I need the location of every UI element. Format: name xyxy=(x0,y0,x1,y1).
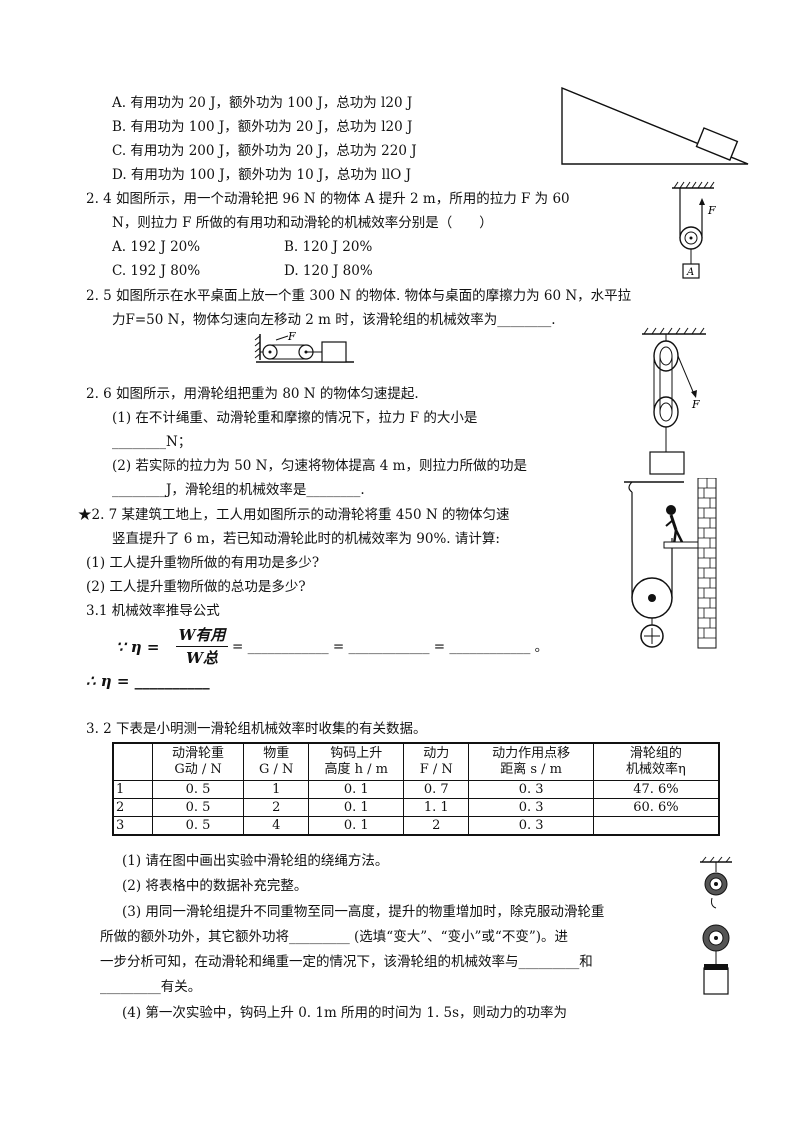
table-header-cell: 滑轮组的机械效率η xyxy=(592,742,720,781)
q26-line3: ________N； xyxy=(112,434,192,450)
q32-step4: (4) 第一次实验中，钩码上升 0. 1m 所用的时间为 1. 5s，则动力的功… xyxy=(122,1005,568,1021)
q32-step3c: 一步分析可知，在动滑轮和绳重一定的情况下，该滑轮组的机械效率与_________… xyxy=(100,954,593,970)
table-cell: 0. 5 xyxy=(151,780,245,799)
q24-fig-f-label: F xyxy=(707,204,716,217)
q26-line4: (2) 若实际的拉力为 50 N，匀速将物体提高 4 m，则拉力所做的功是 xyxy=(112,458,527,474)
table-cell: 2 xyxy=(243,798,310,817)
q32-step3d: _________有关。 xyxy=(100,979,202,995)
q26-line1: 2. 6 如图所示，用滑轮组把重为 80 N 的物体匀速提起. xyxy=(86,386,419,402)
worker-pulley-figure xyxy=(624,478,717,649)
q32-step2: (2) 将表格中的数据补充完整。 xyxy=(122,878,308,894)
q31-title: 3.1 机械效率推导公式 xyxy=(86,603,220,619)
q26-line5: ________J，滑轮组的机械效率是________. xyxy=(112,482,365,498)
q32-title: 3. 2 下表是小明测一滑轮组机械效率时收集的有关数据。 xyxy=(86,721,427,737)
option-c: C. 有用功为 200 J，额外功为 20 J，总功为 220 J xyxy=(112,143,417,159)
option-a: A. 有用功为 20 J，额外功为 100 J，总功为 l20 J xyxy=(112,95,413,111)
q31-rest: = ____________ = ____________ = ________… xyxy=(232,639,549,655)
q24-option-d: D. 120 J 80% xyxy=(284,263,373,279)
q31-numerator: W有用 xyxy=(176,624,228,647)
table-cell xyxy=(592,816,720,836)
small-pulley-figure xyxy=(700,856,732,995)
table-cell: 0. 3 xyxy=(468,816,594,836)
table-header-cell xyxy=(112,742,153,781)
table-cell: 0. 5 xyxy=(151,798,245,817)
q31-fraction: W有用 W总 xyxy=(176,624,228,668)
table-cell: 0. 5 xyxy=(151,816,245,836)
q24-line2: N，则拉力 F 所做的有用功和动滑轮的机械效率分别是（ ） xyxy=(112,215,493,231)
q32-step3a: (3) 用同一滑轮组提升不同重物至同一高度，提升的物重增加时，除克服动滑轮重 xyxy=(122,904,605,920)
table-cell: 2 xyxy=(112,798,153,817)
table-cell: 1. 1 xyxy=(403,798,470,817)
q25-line2: 力F=50 N，物体匀速向左移动 2 m 时，该滑轮组的机械效率为_______… xyxy=(112,312,556,328)
q24-option-a: A. 192 J 20% xyxy=(112,239,201,255)
option-d: D. 有用功为 100 J，额外功为 10 J，总功为 llO J xyxy=(112,167,412,183)
pulley-block-figure: F xyxy=(642,327,706,475)
q27-line2: 竖直提升了 6 m，若已知动滑轮此时的机械效率为 90%. 请计算: xyxy=(112,531,500,547)
q25-fig-f-label: F xyxy=(287,330,296,343)
incline-figure xyxy=(561,86,749,165)
q25-line1: 2. 5 如图所示在水平桌面上放一个重 300 N 的物体. 物体与桌面的摩擦力… xyxy=(86,288,632,304)
q31-therefore: ∴ η = __________ xyxy=(86,672,210,690)
q24-line1: 2. 4 如图所示，用一个动滑轮把 96 N 的物体 A 提升 2 m，所用的拉… xyxy=(86,191,570,207)
q31-denominator: W总 xyxy=(186,649,218,667)
table-cell: 47. 6% xyxy=(592,780,720,799)
q27-line3: (1) 工人提升重物所做的有用功是多少? xyxy=(86,555,320,571)
table-cell: 0. 1 xyxy=(308,816,405,836)
table-cell: 60. 6% xyxy=(592,798,720,817)
table-cell: 2 xyxy=(403,816,470,836)
q24-option-b: B. 120 J 20% xyxy=(284,239,373,255)
q32-step3b: 所做的额外功外，其它额外功将_________ (选填“变大”、“变小”或“不变… xyxy=(100,929,568,945)
q26-fig-f-label: F xyxy=(691,398,700,411)
table-cell: 0. 3 xyxy=(468,780,594,799)
q24-fig-a-label: A xyxy=(686,267,694,278)
table-cell: 0. 7 xyxy=(403,780,470,799)
table-cell: 0. 1 xyxy=(308,780,405,799)
table-cell: 0. 1 xyxy=(308,798,405,817)
table-cell: 1 xyxy=(112,780,153,799)
q31-because: ∵ η = xyxy=(116,638,160,656)
q26-line2: (1) 在不计绳重、动滑轮重和摩擦的情况下，拉力 F 的大小是 xyxy=(112,410,478,426)
q32-step1: (1) 请在图中画出实验中滑轮组的绕绳方法。 xyxy=(122,853,389,869)
table-header-cell: 动力作用点移距离 s / m xyxy=(468,742,594,781)
option-b: B. 有用功为 100 J，额外功为 20 J，总功为 l20 J xyxy=(112,119,413,135)
table-cell: 0. 3 xyxy=(468,798,594,817)
q24-option-c: C. 192 J 80% xyxy=(112,263,201,279)
q27-line1: ★2. 7 某建筑工地上，工人用如图所示的动滑轮将重 450 N 的物体匀速 xyxy=(78,507,510,523)
table-header-cell: 钩码上升高度 h / m xyxy=(308,742,405,781)
movable-pulley-figure: F A xyxy=(672,181,716,279)
table-cell: 3 xyxy=(112,816,153,836)
q27-line4: (2) 工人提升重物所做的总功是多少? xyxy=(86,579,306,595)
table-cell: 4 xyxy=(243,816,310,836)
horizontal-pulley-figure: F xyxy=(254,330,354,363)
table-cell: 1 xyxy=(243,780,310,799)
